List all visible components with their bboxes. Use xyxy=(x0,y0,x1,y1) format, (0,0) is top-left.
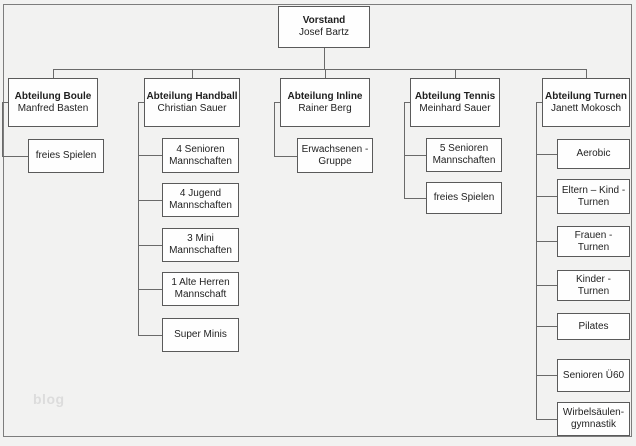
org-box-abteilung-tennis: Abteilung Tennis Meinhard Sauer xyxy=(410,78,500,127)
connector-line xyxy=(404,102,405,198)
box-label: 5 Senioren Mannschaften xyxy=(432,143,496,166)
box-label: freies Spielen xyxy=(35,150,97,161)
connector-line xyxy=(138,289,162,290)
org-box-erwachsenen-gruppe: Erwachsenen - Gruppe xyxy=(297,138,373,173)
watermark: blog xyxy=(33,391,65,407)
box-title: Abteilung Inline xyxy=(287,90,363,102)
connector-line xyxy=(536,241,557,242)
connector-line xyxy=(324,48,325,69)
connector-line xyxy=(138,200,162,201)
box-title: Abteilung Tennis xyxy=(414,90,496,102)
connector-line xyxy=(586,69,587,78)
box-subtitle: Manfred Basten xyxy=(17,102,89,114)
box-subtitle: Christian Sauer xyxy=(157,102,227,114)
connector-line xyxy=(404,102,410,103)
box-label: Wirbelsäulen-gymnastik xyxy=(562,407,625,430)
org-box-abteilung-handball: Abteilung Handball Christian Sauer xyxy=(144,78,240,127)
connector-line xyxy=(274,102,275,156)
connector-line xyxy=(536,102,537,419)
box-subtitle: Meinhard Sauer xyxy=(419,102,491,114)
box-title: Abteilung Handball xyxy=(146,90,238,102)
connector-line xyxy=(274,102,280,103)
connector-line xyxy=(536,196,557,197)
org-box-freies-spielen: freies Spielen xyxy=(28,139,104,173)
connector-line xyxy=(404,155,426,156)
box-subtitle: Janett Mokosch xyxy=(550,102,622,114)
box-label: Erwachsenen - Gruppe xyxy=(301,143,369,167)
connector-line xyxy=(2,156,28,157)
connector-line xyxy=(274,156,297,157)
connector-line xyxy=(138,245,162,246)
org-box-5-senioren-mannschaften: 5 Senioren Mannschaften xyxy=(426,138,502,172)
org-box-super-minis: Super Minis xyxy=(162,318,239,352)
connector-line xyxy=(536,375,557,376)
connector-line xyxy=(138,155,162,156)
box-label: Eltern – Kind - Turnen xyxy=(561,184,626,208)
box-title: Abteilung Boule xyxy=(14,90,92,102)
org-box-freies-spielen-tennis: freies Spielen xyxy=(426,182,502,214)
box-label: freies Spielen xyxy=(433,192,495,203)
org-box-1-alte-herren-mannschaft: 1 Alte Herren Mannschaft xyxy=(162,272,239,306)
org-box-abteilung-inline: Abteilung Inline Rainer Berg xyxy=(280,78,370,127)
connector-line xyxy=(53,69,54,78)
box-label: Pilates xyxy=(578,320,609,332)
box-label: Kinder - Turnen xyxy=(575,273,611,297)
org-box-pilates: Pilates xyxy=(557,313,630,340)
box-label: Super Minis xyxy=(174,329,227,340)
org-box-wirbelsaeulengymnastik: Wirbelsäulen-gymnastik xyxy=(557,402,630,436)
connector-line xyxy=(138,335,162,336)
connector-line xyxy=(536,285,557,286)
box-label: Senioren Ü60 xyxy=(562,369,625,381)
org-box-eltern-kind-turnen: Eltern – Kind - Turnen xyxy=(557,179,630,214)
box-title: Vorstand xyxy=(302,15,346,26)
connector-line xyxy=(536,419,557,420)
org-box-4-jugend-mannschaften: 4 Jugend Mannschaften xyxy=(162,183,239,217)
box-label: Frauen - Turnen xyxy=(574,229,613,253)
org-box-frauen-turnen: Frauen - Turnen xyxy=(557,226,630,257)
connector-line xyxy=(404,198,426,199)
org-box-abteilung-boule: Abteilung Boule Manfred Basten xyxy=(8,78,98,127)
box-subtitle: Josef Bartz xyxy=(298,27,350,38)
box-label: Aerobic xyxy=(576,148,611,159)
org-box-abteilung-turnen: Abteilung Turnen Janett Mokosch xyxy=(542,78,630,127)
box-title: Abteilung Turnen xyxy=(544,90,628,102)
org-box-4-senioren-mannschaften: 4 Senioren Mannschaften xyxy=(162,138,239,173)
box-label: 3 Mini Mannschaften xyxy=(169,233,232,256)
box-subtitle: Rainer Berg xyxy=(298,102,352,114)
org-box-3-mini-mannschaften: 3 Mini Mannschaften xyxy=(162,228,239,262)
connector-line xyxy=(536,154,557,155)
connector-line xyxy=(192,69,193,78)
connector-line xyxy=(2,102,3,156)
connector-line xyxy=(325,69,326,78)
org-box-vorstand: Vorstand Josef Bartz xyxy=(278,6,370,48)
chart-frame-border xyxy=(3,4,632,437)
connector-line xyxy=(536,326,557,327)
box-label: 1 Alte Herren Mannschaft xyxy=(171,277,230,300)
box-label: 4 Senioren Mannschaften xyxy=(169,143,232,167)
connector-line xyxy=(2,102,8,103)
box-label: 4 Jugend Mannschaften xyxy=(169,188,232,211)
connector-line xyxy=(138,102,144,103)
org-box-senioren-ue60: Senioren Ü60 xyxy=(557,359,630,392)
org-box-aerobic: Aerobic xyxy=(557,139,630,169)
org-box-kinder-turnen: Kinder - Turnen xyxy=(557,270,630,301)
connector-line xyxy=(536,102,542,103)
connector-line xyxy=(138,102,139,335)
connector-line xyxy=(53,69,587,70)
connector-line xyxy=(455,69,456,78)
